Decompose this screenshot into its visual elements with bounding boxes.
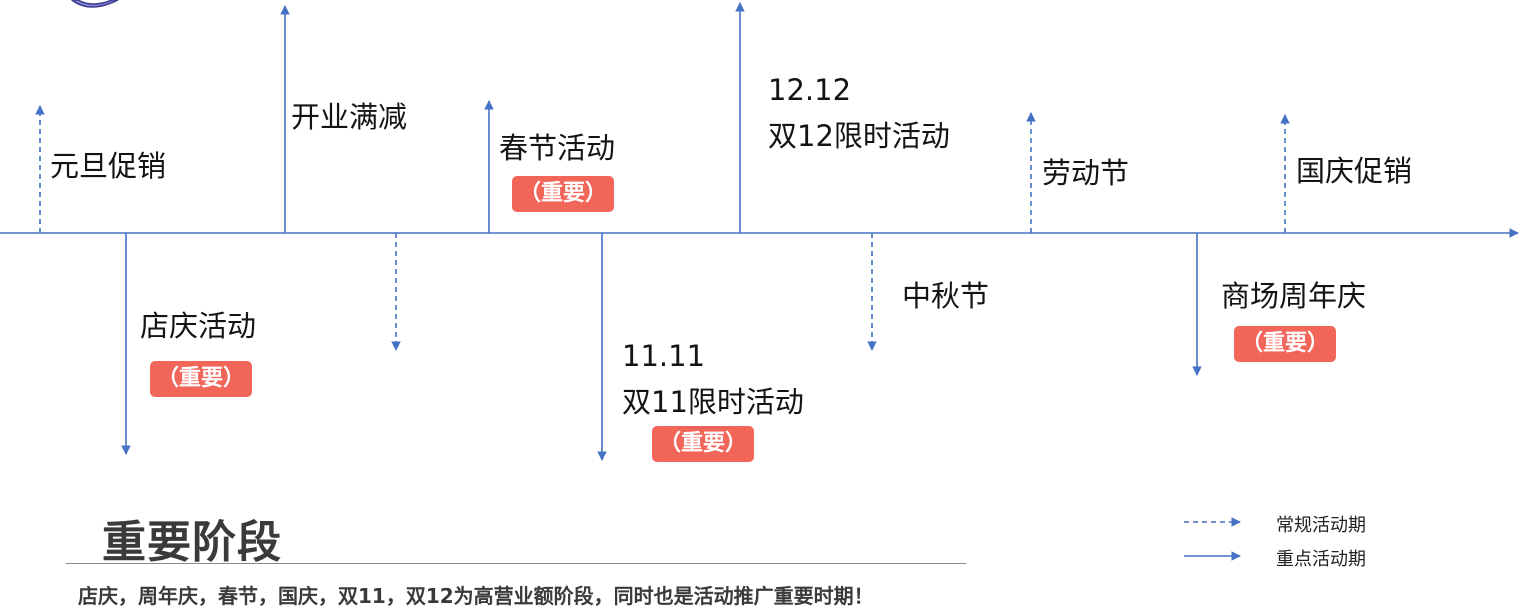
event-label-kaiye: 开业满减 bbox=[291, 100, 408, 134]
event-label-chunjie: 春节活动 bbox=[499, 131, 616, 165]
important-badge: （重要） bbox=[150, 361, 252, 397]
event-name: 双12限时活动 bbox=[768, 119, 950, 154]
important-badge: （重要） bbox=[652, 426, 754, 462]
event-date: 12.12 bbox=[768, 73, 852, 107]
legend-label-regular: 常规活动期 bbox=[1276, 515, 1366, 536]
important-badge: （重要） bbox=[512, 176, 614, 212]
event-label-double12: 12.12 双12限时活动 bbox=[768, 72, 950, 155]
legend-label-key: 重点活动期 bbox=[1276, 549, 1366, 570]
event-date: 11.11 bbox=[622, 339, 706, 373]
event-name: 双11限时活动 bbox=[622, 385, 804, 420]
event-label-guoqing: 国庆促销 bbox=[1296, 154, 1413, 188]
event-label-dianqing: 店庆活动 bbox=[140, 309, 257, 343]
section-title: 重要阶段 bbox=[102, 517, 282, 568]
event-label-zhounian: 商场周年庆 bbox=[1221, 279, 1367, 313]
event-label-laodong: 劳动节 bbox=[1042, 156, 1130, 190]
important-badge: （重要） bbox=[1234, 326, 1336, 362]
section-divider bbox=[66, 563, 966, 564]
event-label-zhongqiu: 中秋节 bbox=[902, 279, 990, 313]
event-label-yuandan: 元旦促销 bbox=[50, 149, 167, 183]
logo-fragment bbox=[70, 0, 119, 8]
section-description: 店庆，周年庆，春节，国庆，双11，双12为高营业额阶段，同时也是活动推广重要时期… bbox=[78, 584, 874, 608]
event-label-double11: 11.11 双11限时活动 bbox=[622, 338, 804, 421]
